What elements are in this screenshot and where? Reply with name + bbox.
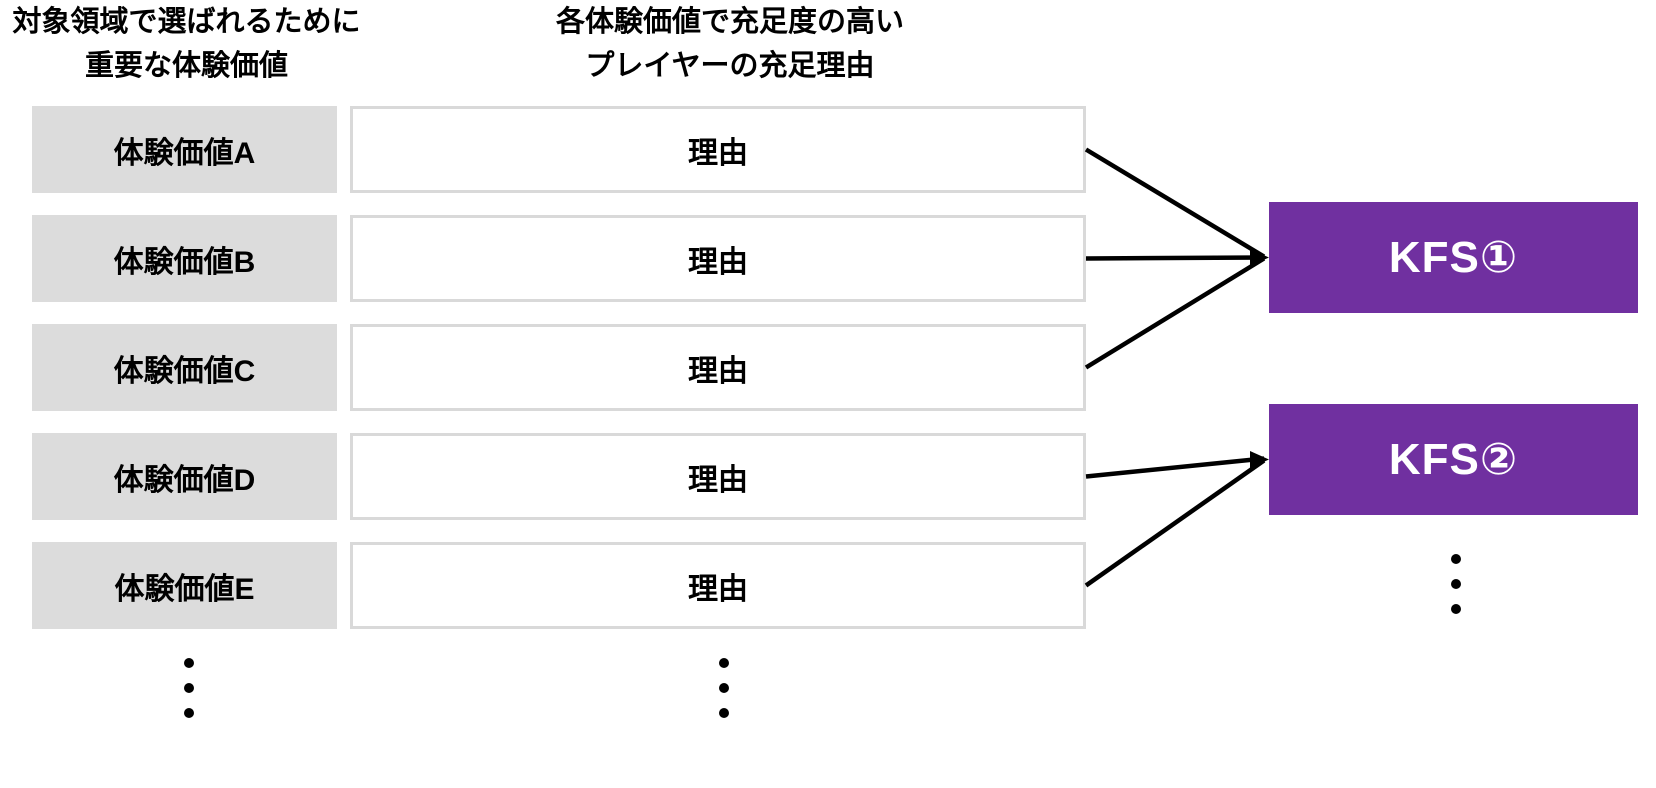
experience-value-box-e: 体験価値E: [32, 542, 337, 629]
experience-value-box-d: 体験価値D: [32, 433, 337, 520]
left-column-header-line2: 重要な体験価値: [84, 50, 288, 82]
ellipsis-dot: [184, 658, 194, 668]
arrowhead-kfs2-icon: [1250, 451, 1269, 468]
left-column-header: 対象領域で選ばれるために 重要な体験価値: [6, 0, 367, 88]
ellipsis-dot: [719, 658, 729, 668]
ellipsis-dot: [719, 708, 729, 718]
connector-line-d-to-kfs2: [1085, 456, 1265, 479]
connector-line-e-to-kfs2: [1084, 458, 1266, 588]
ellipsis-dot: [184, 683, 194, 693]
kfs1-box: KFS①: [1269, 202, 1638, 313]
middle-column-header: 各体験価値で充足度の高い プレイヤーの充足理由: [480, 0, 980, 88]
reason-box-a: 理由: [350, 106, 1086, 193]
kfs2-box: KFS②: [1269, 404, 1638, 515]
reason-box-c: 理由: [350, 324, 1086, 411]
reason-box-d: 理由: [350, 433, 1086, 520]
experience-value-box-c: 体験価値C: [32, 324, 337, 411]
reason-box-e: 理由: [350, 542, 1086, 629]
ellipsis-dot: [1451, 554, 1461, 564]
ellipsis-dot: [719, 683, 729, 693]
reason-box-b: 理由: [350, 215, 1086, 302]
experience-value-box-b: 体験価値B: [32, 215, 337, 302]
left-column-header-line1: 対象領域で選ばれるために: [12, 6, 361, 38]
vertical-ellipsis-icon-kfs-column: [1451, 554, 1461, 614]
connector-line-c-to-kfs1: [1084, 256, 1266, 370]
ellipsis-dot: [184, 708, 194, 718]
vertical-ellipsis-icon-left-column: [184, 658, 194, 718]
vertical-ellipsis-icon-middle-column: [719, 658, 729, 718]
connector-line-a-to-kfs1: [1084, 147, 1266, 259]
connector-line-b-to-kfs1: [1085, 255, 1265, 261]
experience-value-box-a: 体験価値A: [32, 106, 337, 193]
middle-column-header-line1: 各体験価値で充足度の高い: [555, 6, 904, 38]
ellipsis-dot: [1451, 604, 1461, 614]
middle-column-header-line2: プレイヤーの充足理由: [585, 50, 875, 82]
ellipsis-dot: [1451, 579, 1461, 589]
arrowhead-kfs1-icon: [1250, 249, 1269, 266]
